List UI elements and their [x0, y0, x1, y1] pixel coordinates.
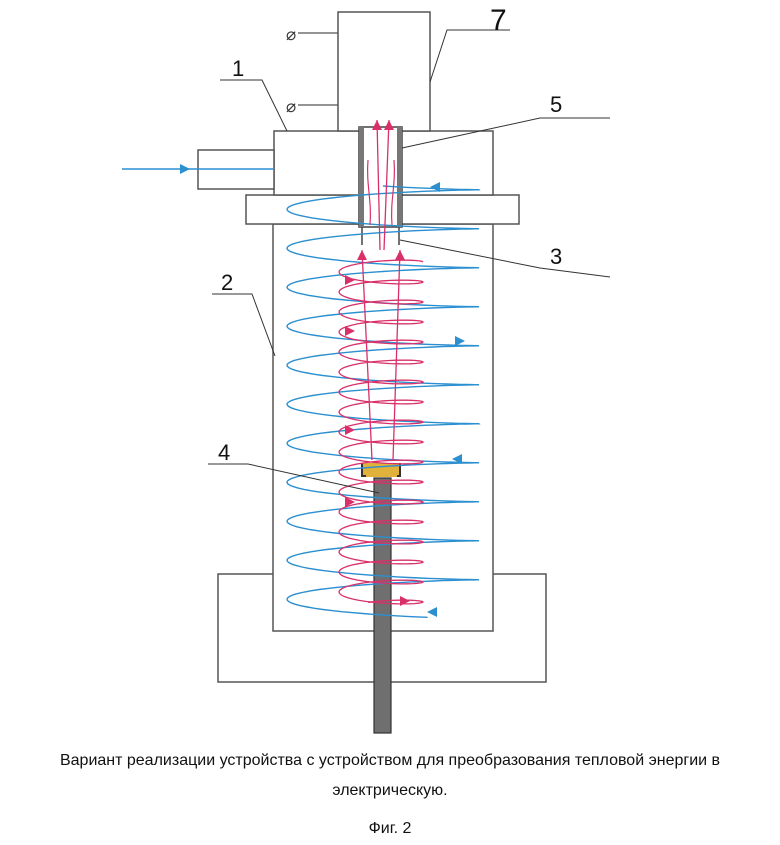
leader-1: [220, 80, 287, 131]
terminal-top: ⌀: [286, 25, 296, 45]
label-part-4: 4: [218, 440, 230, 465]
label-part-2: 2: [221, 270, 233, 295]
label-part-7: 7: [490, 4, 507, 37]
outlet-tube-wall-left: [359, 127, 364, 227]
terminal-bottom: ⌀: [286, 97, 296, 117]
caption-line-1: Вариант реализации устройства с устройст…: [0, 752, 780, 770]
label-part-5: 5: [550, 92, 562, 117]
outlet-tube: [359, 127, 402, 227]
caption-line-2: электрическую.: [0, 782, 780, 800]
heating-rod: [374, 478, 391, 733]
generator-box: [338, 12, 430, 131]
inlet-arrow-head: [180, 164, 190, 174]
device-diagram: ⌀ ⌀ 1 2 3 4 5 7: [0, 0, 780, 740]
label-part-1: 1: [232, 56, 244, 81]
leader-2: [212, 294, 275, 356]
outlet-tube-wall-right: [397, 127, 402, 227]
leader-7: [430, 30, 510, 82]
label-part-3: 3: [550, 244, 562, 269]
holder-rim: [366, 469, 397, 477]
figure-label: Фиг. 2: [0, 820, 780, 838]
